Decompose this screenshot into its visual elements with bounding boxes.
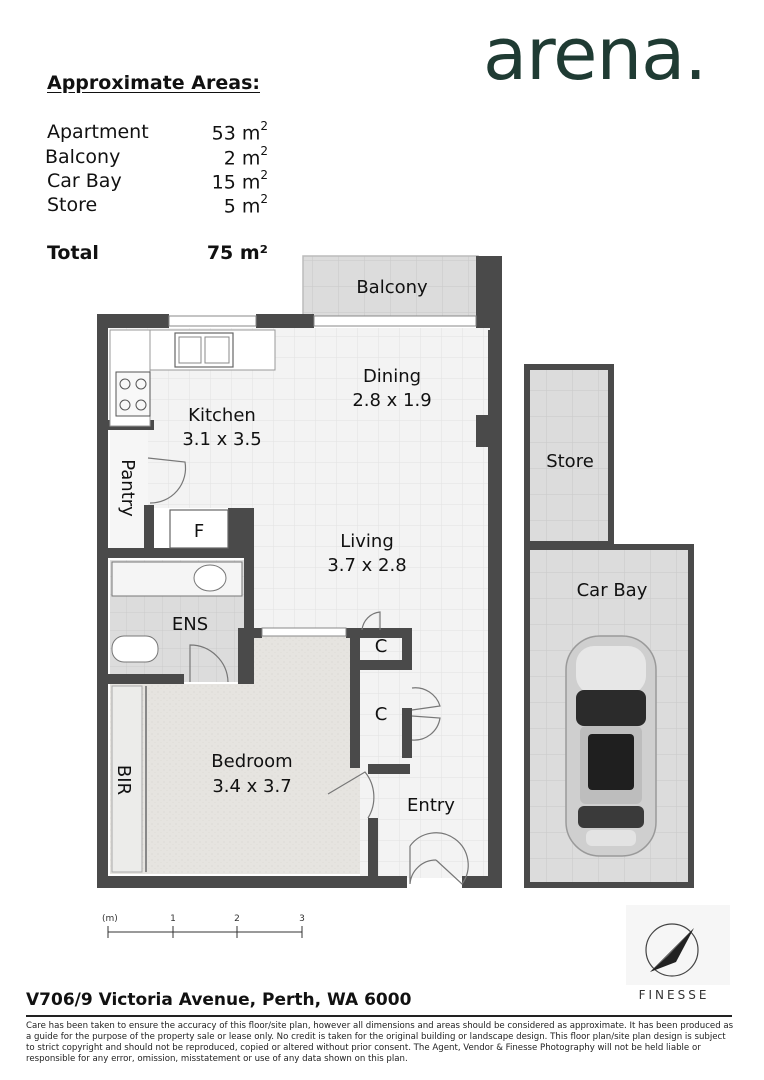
total-label: Total	[47, 242, 99, 264]
ensuite-fixtures	[111, 561, 243, 663]
scale-tick-3: 3	[299, 914, 305, 924]
room-size-living: 3.7 x 2.8	[327, 555, 406, 576]
bir-robe	[111, 685, 143, 873]
room-label-entry: Entry	[407, 795, 455, 816]
area-value-car-bay: 15 m2	[211, 168, 268, 194]
room-label-cupboard-1: C	[375, 636, 388, 657]
room-size-dining: 2.8 x 1.9	[352, 390, 431, 411]
area-name-apartment: Apartment	[47, 121, 149, 143]
store-area	[524, 364, 614, 547]
room-label-cupboard-2: C	[375, 704, 388, 725]
area-value-store: 5 m2	[223, 192, 268, 218]
footer-divider	[26, 1015, 732, 1017]
kitchen-counter	[109, 329, 276, 549]
living-floor	[250, 508, 490, 628]
room-label-living: Living	[340, 531, 394, 552]
scale-tick-2: 2	[234, 914, 240, 924]
scale-tick-1: 1	[170, 914, 176, 924]
cooktop-icon	[115, 371, 151, 417]
door-swings	[147, 457, 469, 885]
scale-bar	[107, 926, 303, 938]
property-address: V706/9 Victoria Avenue, Perth, WA 6000	[26, 990, 412, 1010]
room-label-pantry: Pantry	[117, 459, 138, 517]
room-label-kitchen: Kitchen	[188, 405, 256, 426]
total-value: 75 m²	[206, 242, 268, 264]
areas-title: Approximate Areas:	[47, 72, 260, 94]
pantry-floor	[110, 430, 148, 550]
finesse-logo	[626, 905, 730, 985]
room-label-store: Store	[546, 451, 594, 472]
room-label-dining: Dining	[363, 366, 421, 387]
room-label-car-bay: Car Bay	[577, 580, 648, 601]
room-label-bir: BIR	[113, 765, 134, 795]
area-value-balcony: 2 m2	[223, 144, 268, 170]
balcony-area	[302, 255, 502, 331]
sink-icon	[174, 332, 234, 368]
arena-logo: arena.	[483, 12, 707, 96]
car-icon	[565, 635, 657, 857]
disclaimer-text: Care has been taken to ensure the accura…	[26, 1021, 734, 1064]
room-size-kitchen: 3.1 x 3.5	[182, 429, 261, 450]
room-label-bedroom: Bedroom	[211, 751, 292, 772]
room-label-balcony: Balcony	[356, 277, 428, 298]
scale-unit: (m)	[102, 914, 118, 924]
fridge-space	[169, 509, 229, 549]
room-size-bedroom: 3.4 x 3.7	[212, 776, 291, 797]
windows	[168, 315, 477, 637]
finesse-label: FINESSE	[638, 988, 710, 1002]
area-name-store: Store	[47, 194, 98, 216]
room-label-fridge: F	[194, 521, 204, 542]
area-value-apartment: 53 m2	[211, 119, 268, 145]
room-label-ensuite: ENS	[172, 614, 208, 635]
area-name-balcony: Balcony	[45, 146, 121, 168]
bedroom-floor	[110, 684, 360, 874]
apartment-walls	[97, 314, 502, 888]
area-name-car-bay: Car Bay	[47, 170, 122, 192]
